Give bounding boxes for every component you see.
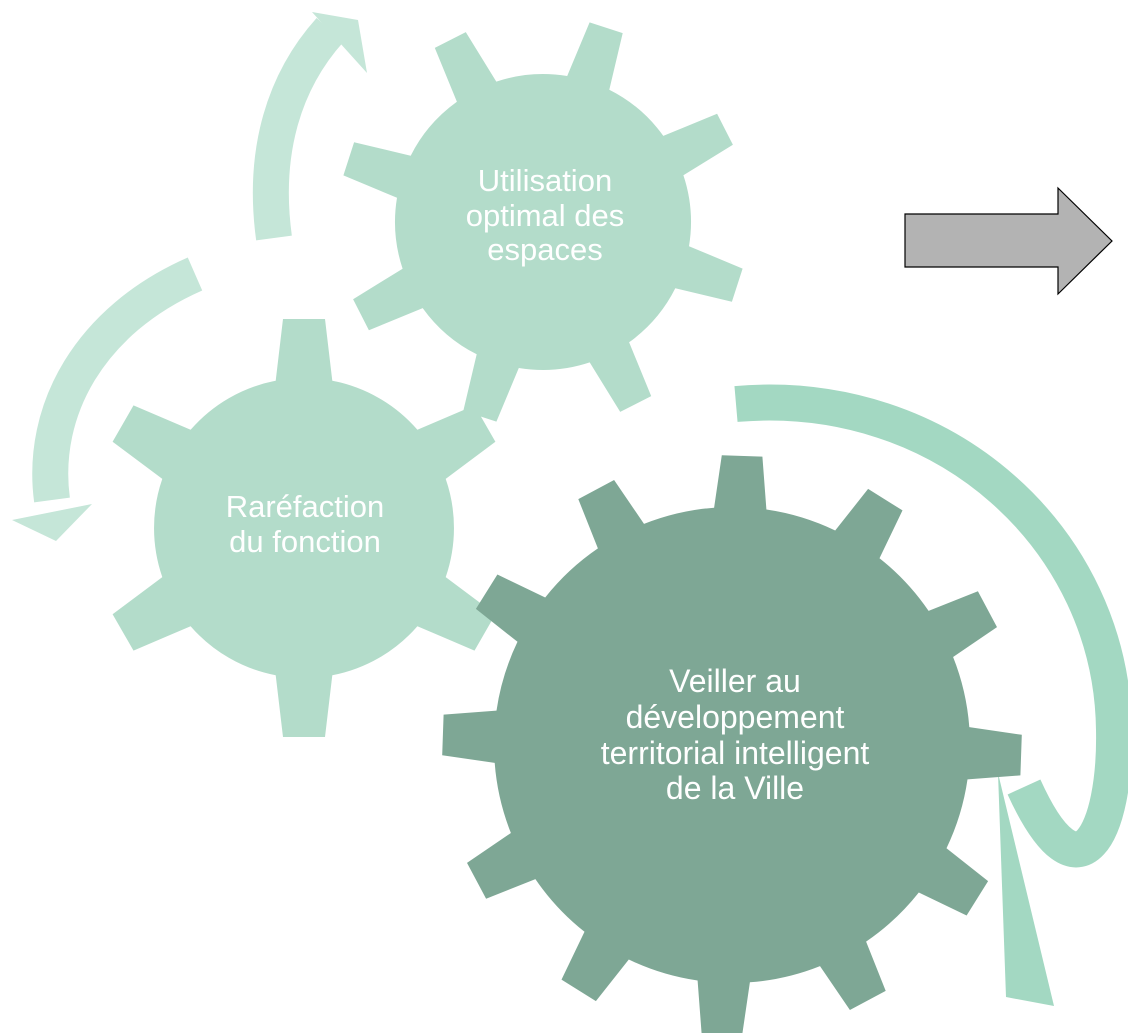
curved-arrow-right [734,384,1128,1006]
gear-top [343,22,743,422]
curved-arrow-top [252,12,367,241]
gear-main-label-line: Veiller au [669,663,801,699]
gear-top-label-line: Utilisation [477,163,613,198]
gear-left-label: Raréfaction du fonction [180,489,430,559]
gear-main-label-line: territorial intelligent [600,734,870,771]
gear-left-label-line: Raréfaction [225,489,385,524]
gear-main-label-line: développement [625,698,845,735]
gear-main-label: Veiller au développement territorial int… [545,663,925,807]
gear-main [442,455,1022,1033]
gear-top-label: Utilisation optimal des espaces [420,163,670,268]
gear-top-label-line: espaces [487,232,603,268]
gear-left [112,319,496,737]
curved-arrow-left [12,257,203,541]
gear-main-label-line: de la Ville [665,770,805,807]
gear-left-label-line: du fonction [229,523,381,559]
gear-top-label-line: optimal des [465,197,625,233]
right-arrow-icon [904,186,1113,296]
